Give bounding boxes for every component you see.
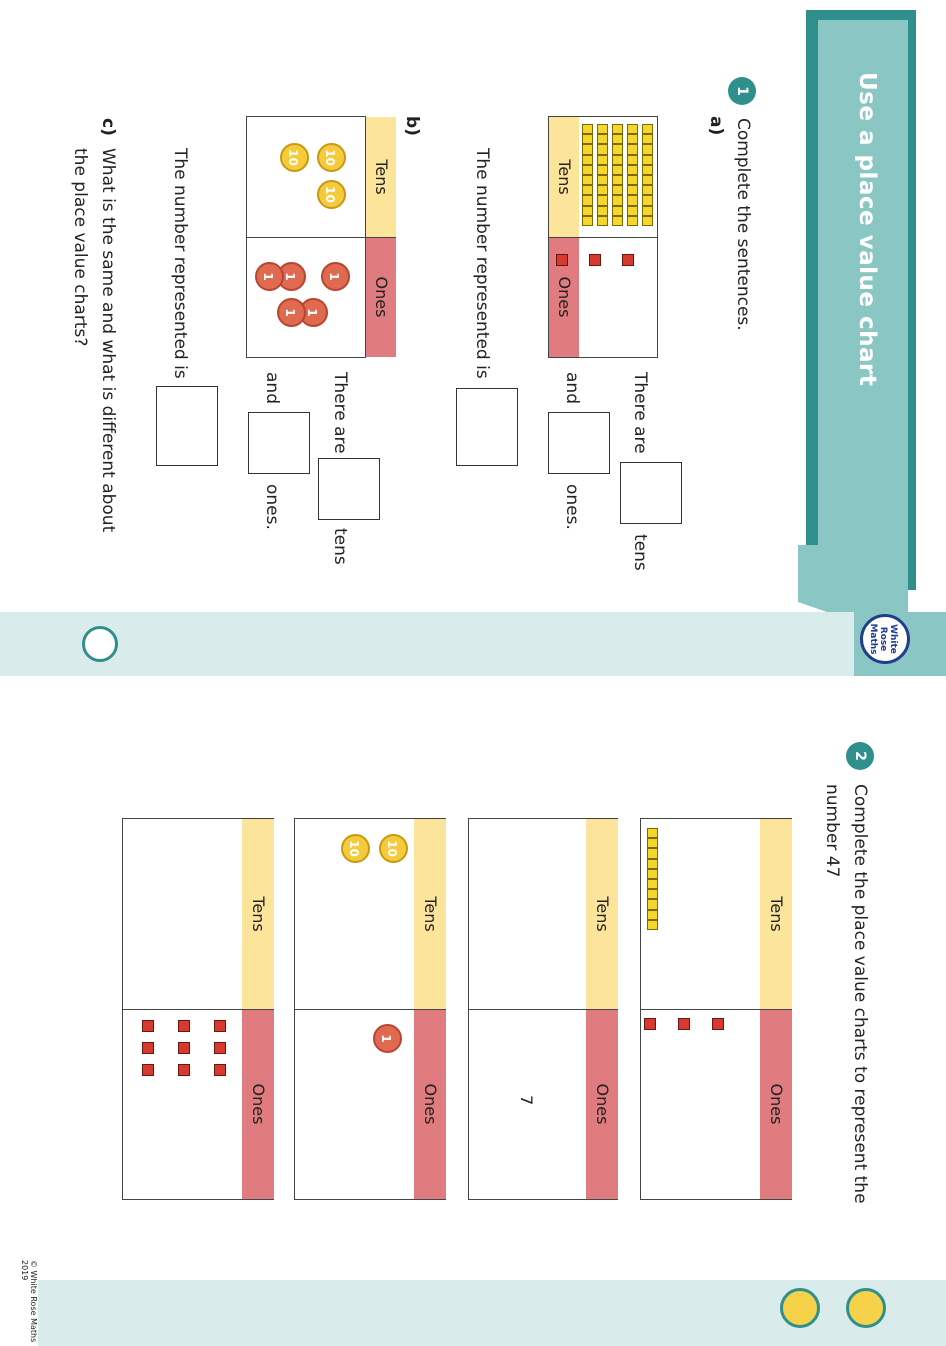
one-counter: 1 — [321, 262, 350, 291]
q2-chart-1-tens-header: Tens — [760, 819, 792, 1009]
question-2-line-1: Complete the place value charts to repre… — [850, 784, 870, 1204]
there-are-text: There are — [330, 372, 350, 454]
ones-digit: 7 — [517, 1095, 536, 1106]
ten-rod — [642, 124, 653, 227]
tens-word: tens — [630, 534, 650, 571]
one-cube — [214, 1064, 226, 1076]
q2-chart-2-tens-header: Tens — [586, 819, 618, 1009]
and-text: and — [562, 372, 582, 404]
number-represented-text: The number represented is — [170, 148, 190, 379]
one-cube — [178, 1064, 190, 1076]
one-cube — [178, 1042, 190, 1054]
q2-chart-2-divider — [468, 1009, 618, 1010]
pencil-icon — [780, 1288, 820, 1328]
ten-rod — [582, 124, 593, 227]
one-cube — [142, 1064, 154, 1076]
ten-rod — [627, 124, 638, 227]
q2-chart-1-ones-header: Ones — [760, 1009, 792, 1199]
one-cube — [178, 1020, 190, 1032]
logo-line-1: White — [888, 624, 898, 654]
q2-chart-4-ones-header: Ones — [242, 1009, 274, 1199]
part-c-label: c) — [98, 118, 118, 136]
question-1-number: 1 — [728, 77, 756, 105]
ones-answer-box[interactable] — [248, 412, 310, 474]
q2-chart-3-ones-header: Ones — [414, 1009, 446, 1199]
page-divider-strip — [0, 612, 946, 676]
one-counter: 1 — [277, 298, 306, 327]
ten-rod — [612, 124, 623, 227]
ten-counter: 10 — [341, 834, 370, 863]
one-counter: 1 — [255, 262, 284, 291]
one-cube — [142, 1042, 154, 1054]
q2-chart-1-divider — [640, 1009, 792, 1010]
question-2-line-2: number 47 — [822, 784, 842, 878]
and-text: and — [262, 372, 282, 404]
ones-answer-box[interactable] — [548, 412, 610, 474]
tens-answer-box[interactable] — [620, 462, 682, 524]
one-counter: 1 — [373, 1024, 402, 1053]
chart-b-tens-header: Tens — [366, 117, 396, 237]
number-answer-box[interactable] — [456, 388, 518, 466]
chart-a-divider — [548, 237, 658, 238]
one-cube — [556, 254, 568, 266]
q2-chart-2-ones-header: Ones — [586, 1009, 618, 1199]
ten-counter: 10 — [317, 143, 346, 172]
part-c-question-line-2: the place value charts? — [70, 148, 90, 347]
part-a-label: a) — [706, 116, 726, 136]
chart-b-ones-header: Ones — [366, 237, 396, 357]
ten-counter: 10 — [317, 180, 346, 209]
one-cube — [678, 1018, 690, 1030]
tens-word: tens — [330, 528, 350, 565]
one-cube — [214, 1042, 226, 1054]
one-cube — [622, 254, 634, 266]
question-2-number: 2 — [846, 742, 874, 770]
ones-word: ones. — [562, 484, 582, 530]
logo-line-2: Rose — [878, 626, 888, 652]
chart-a-tens-header: Tens — [549, 117, 579, 237]
q2-chart-3-divider — [294, 1009, 446, 1010]
tens-answer-box[interactable] — [318, 458, 380, 520]
number-answer-box[interactable] — [156, 386, 218, 466]
q2-chart-3-tens-header: Tens — [414, 819, 446, 1009]
chart-a-tens-area — [582, 124, 653, 232]
ten-counter: 10 — [280, 143, 309, 172]
page-title: Use a place value chart — [854, 72, 880, 387]
one-cube — [712, 1018, 724, 1030]
q2-chart-4-divider — [122, 1009, 274, 1010]
number-represented-text: The number represented is — [472, 148, 492, 379]
part-c-question-line-1: What is the same and what is different a… — [98, 148, 118, 533]
ten-rod — [597, 124, 608, 227]
q2-chart-4-ones-cubes — [136, 1020, 226, 1090]
owl-icon — [846, 1288, 886, 1328]
speech-bubble-icon — [82, 626, 118, 662]
q2-chart-4-tens-header: Tens — [242, 819, 274, 1009]
copyright-text: © White Rose Maths 2019 — [20, 1260, 38, 1343]
ones-word: ones. — [262, 484, 282, 530]
part-b-label: b) — [402, 116, 422, 136]
there-are-text: There are — [630, 372, 650, 454]
one-cube — [644, 1018, 656, 1030]
question-1-instruction: Complete the sentences. — [733, 118, 753, 331]
one-cube — [589, 254, 601, 266]
ten-rod — [647, 828, 658, 931]
one-cube — [214, 1020, 226, 1032]
logo-line-3: Maths — [868, 623, 878, 655]
chart-b-divider — [246, 237, 396, 238]
ten-counter: 10 — [379, 834, 408, 863]
one-cube — [142, 1020, 154, 1032]
white-rose-logo: White Rose Maths — [860, 614, 910, 664]
